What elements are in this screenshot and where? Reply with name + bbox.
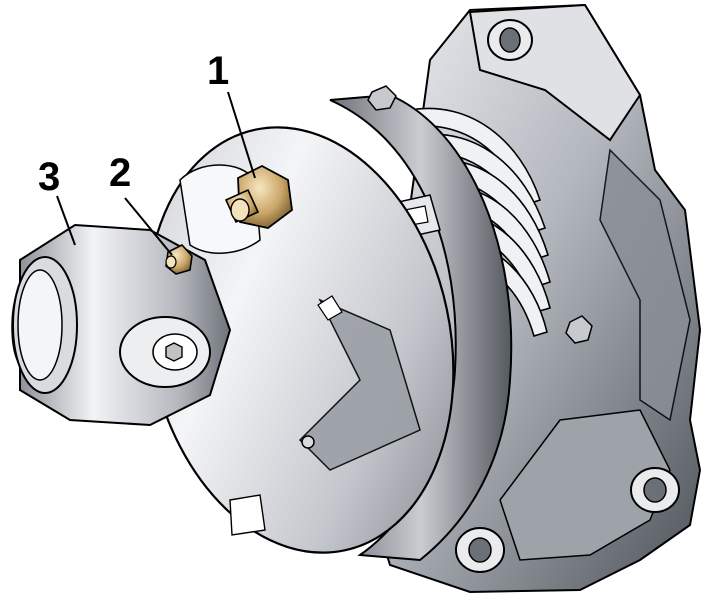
mounting-holes [367,19,680,573]
cover-screw [301,435,315,449]
callout-2: 2 [109,151,131,195]
callout-1: 1 [207,49,229,93]
leader-line-1 [227,91,256,179]
callout-3: 3 [38,155,60,199]
pulley-assembly [11,223,232,427]
terminal-d-plus [165,244,193,275]
leader-line-2 [124,197,173,256]
leader-lines [56,91,256,256]
housing-bolt-icon [367,85,397,111]
leader-line-3 [56,195,76,246]
housing-bolt-icon [565,315,593,344]
terminal-b-plus [224,164,293,229]
shaft-nut-icon [165,342,183,362]
